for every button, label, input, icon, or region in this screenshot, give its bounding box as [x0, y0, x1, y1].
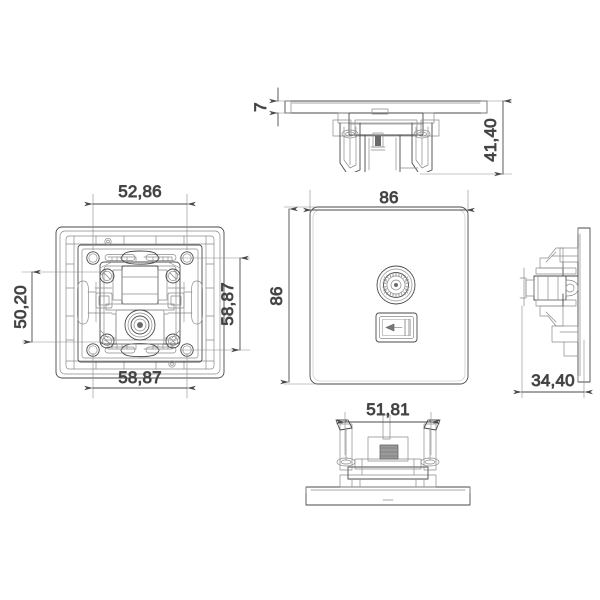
dim-right-depth: 34,40	[531, 371, 575, 390]
right-mechanism-profile	[519, 247, 579, 357]
dim-front-height: 86	[267, 286, 286, 305]
dim-rear-height-left: 50,20	[11, 285, 30, 329]
dim-top-depth: 41,40	[481, 118, 500, 162]
dim-bottom-width: 51,81	[366, 400, 410, 419]
rear-mounting-slots	[104, 237, 177, 368]
bottom-faceplate-edge	[305, 486, 471, 506]
rear-view	[55, 226, 225, 379]
dim-rear-height-right: 58,87	[218, 282, 237, 326]
rear-terminal-screws	[94, 268, 186, 349]
bottom-dimensions: 51,81	[336, 400, 440, 456]
top-faceplate-edge	[284, 100, 488, 114]
rear-coax-connector-icon	[124, 309, 156, 341]
top-dimensions: 7 41,40	[251, 87, 513, 177]
dim-front-width: 86	[379, 188, 398, 207]
front-dimensions: 86 86	[267, 188, 475, 385]
bottom-view	[305, 414, 471, 506]
front-coax-jack-icon	[376, 265, 416, 305]
rear-dimensions: 52,86 58,87 50,20 58,87	[11, 182, 251, 399]
right-side-view	[519, 227, 591, 383]
front-antenna-marking-icon	[375, 312, 418, 343]
rear-mounting-plate	[77, 244, 203, 363]
top-body	[332, 108, 440, 172]
rear-expansion-claws	[77, 280, 203, 325]
dim-top-plate-thickness: 7	[251, 102, 270, 112]
right-dimensions: 34,40	[513, 305, 593, 399]
rear-outer-frame	[55, 226, 225, 379]
top-view	[284, 100, 488, 172]
rear-cage-detail	[95, 261, 185, 345]
dim-rear-width-outer: 58,87	[118, 368, 162, 387]
front-view	[309, 206, 469, 385]
dim-rear-width-inner: 52,86	[118, 182, 162, 201]
bottom-mechanism	[335, 414, 441, 488]
